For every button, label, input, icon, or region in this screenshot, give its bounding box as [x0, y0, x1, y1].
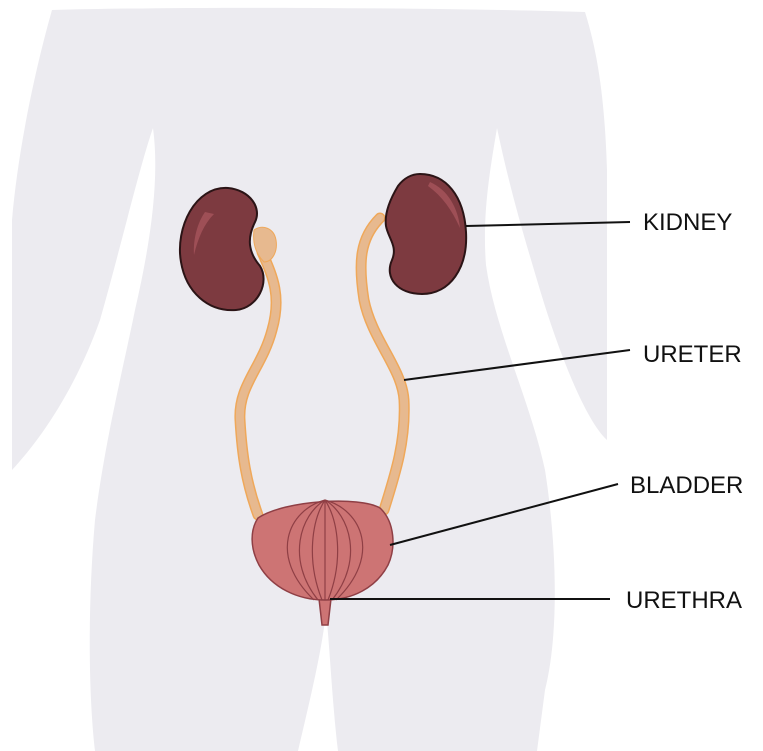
- urethra-label: URETHRA: [626, 587, 742, 615]
- ureter-label: URETER: [643, 341, 742, 369]
- right-kidney: [386, 174, 466, 294]
- body-silhouette: [12, 8, 607, 751]
- bladder-label: BLADDER: [630, 472, 743, 500]
- kidney-label: KIDNEY: [643, 209, 732, 237]
